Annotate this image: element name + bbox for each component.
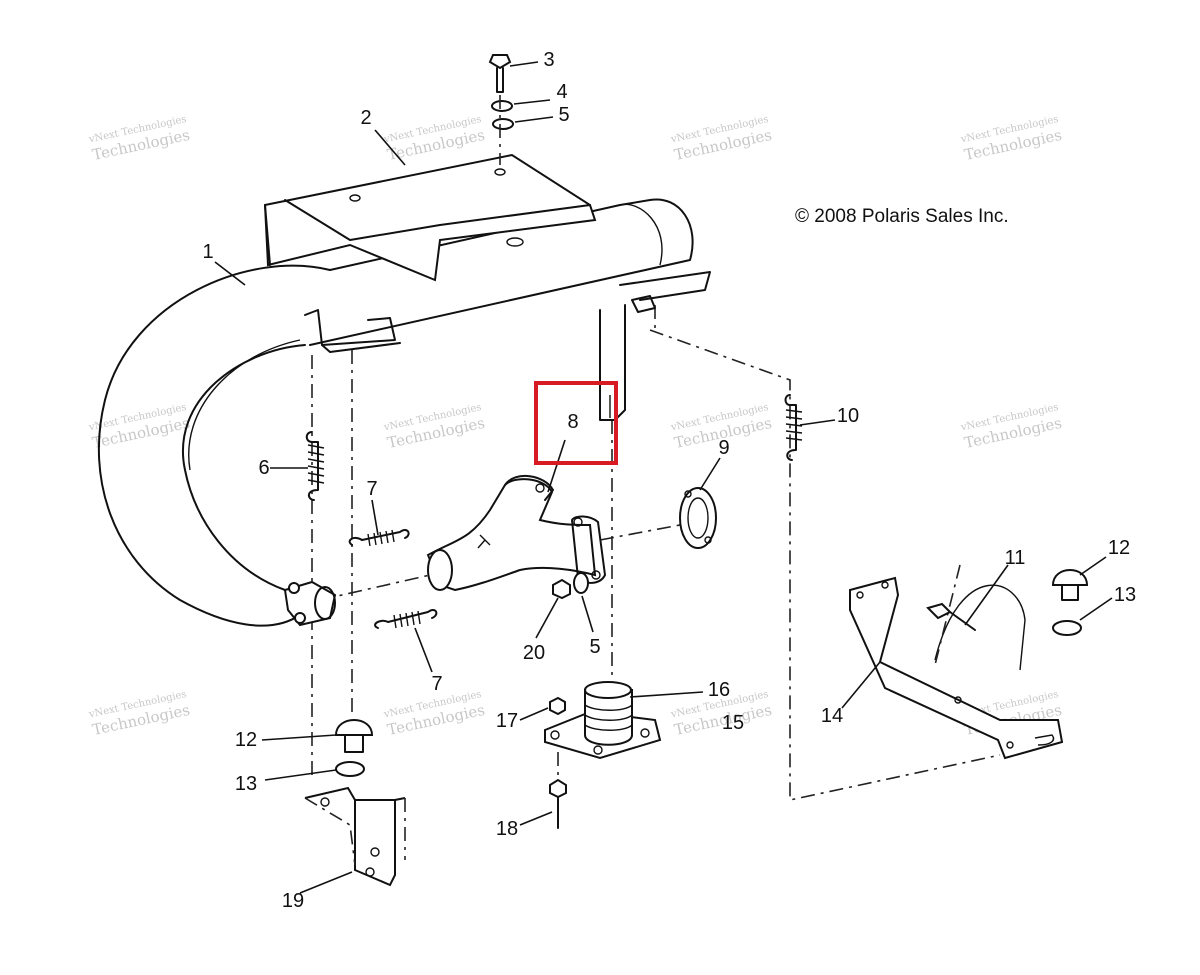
callout-4[interactable]: 4 xyxy=(556,81,567,103)
callout-1[interactable]: 1 xyxy=(202,241,213,263)
callout-10[interactable]: 10 xyxy=(837,405,859,427)
callout-7[interactable]: 7 xyxy=(366,478,377,500)
callout-5-lower[interactable]: 5 xyxy=(589,636,600,658)
callout-7-lower[interactable]: 7 xyxy=(431,673,442,695)
watermark: vNext Technologies Technologies xyxy=(382,689,486,739)
washer-5 xyxy=(492,118,514,130)
bracket-14 xyxy=(849,564,1064,760)
callout-12[interactable]: 12 xyxy=(1108,537,1130,559)
washer-4 xyxy=(491,100,513,112)
callout-16[interactable]: 16 xyxy=(708,679,730,701)
watermark: vNext Technologies Technologies xyxy=(87,114,191,164)
washer-5-lower xyxy=(573,572,589,594)
callout-5[interactable]: 5 xyxy=(558,104,569,126)
callout-2[interactable]: 2 xyxy=(360,107,371,129)
nut-20 xyxy=(552,578,571,600)
sensor-11 xyxy=(926,602,976,631)
bolt-3 xyxy=(488,54,512,93)
callout-13-left[interactable]: 13 xyxy=(235,773,257,795)
highlight-box xyxy=(534,381,618,465)
callout-18[interactable]: 18 xyxy=(496,818,518,840)
watermark: vNext Technologies Technologies xyxy=(959,114,1063,164)
washer-13-left xyxy=(335,761,365,777)
callout-14[interactable]: 14 xyxy=(821,705,843,727)
callout-12-left[interactable]: 12 xyxy=(235,729,257,751)
exhaust-header-pipe xyxy=(426,474,606,592)
watermark: vNext Technologies Technologies xyxy=(382,402,486,452)
callout-11[interactable]: 11 xyxy=(1005,547,1026,569)
watermark: vNext Technologies Technologies xyxy=(669,114,773,164)
bumper-12-right xyxy=(1051,569,1089,601)
callout-19[interactable]: 19 xyxy=(282,890,304,912)
spring-7-upper xyxy=(348,529,410,547)
copyright-notice: © 2008 Polaris Sales Inc. xyxy=(795,206,1009,227)
spring-6 xyxy=(305,431,325,501)
spring-7-lower xyxy=(374,609,438,629)
muffler-assembly xyxy=(97,198,711,627)
assembly-lines xyxy=(311,305,1001,801)
bracket-19 xyxy=(304,786,406,887)
callout-13[interactable]: 13 xyxy=(1114,584,1136,606)
watermark: vNext Technologies Technologies xyxy=(959,402,1063,452)
callout-6[interactable]: 6 xyxy=(258,457,269,479)
heat-shield xyxy=(263,153,597,282)
callout-labels: 1 2 3 4 5 6 7 8 9 10 11 12 13 20 5 7 16 … xyxy=(202,49,1136,912)
callout-20[interactable]: 20 xyxy=(523,642,545,664)
callout-17[interactable]: 17 xyxy=(496,710,518,732)
washer-13-right xyxy=(1052,620,1082,636)
bolt-18 xyxy=(549,752,567,829)
leader-lines xyxy=(214,61,1113,894)
grommet-16 xyxy=(584,681,633,746)
callout-9[interactable]: 9 xyxy=(718,437,729,459)
gasket-9 xyxy=(679,487,717,549)
bumper-12-left xyxy=(334,719,374,753)
spring-10 xyxy=(784,394,803,461)
callout-15[interactable]: 15 xyxy=(722,712,744,734)
callout-8[interactable]: 8 xyxy=(567,411,578,433)
callout-3[interactable]: 3 xyxy=(543,49,554,71)
watermark: vNext Technologies Technologies xyxy=(87,689,191,739)
nut-17 xyxy=(549,696,566,716)
